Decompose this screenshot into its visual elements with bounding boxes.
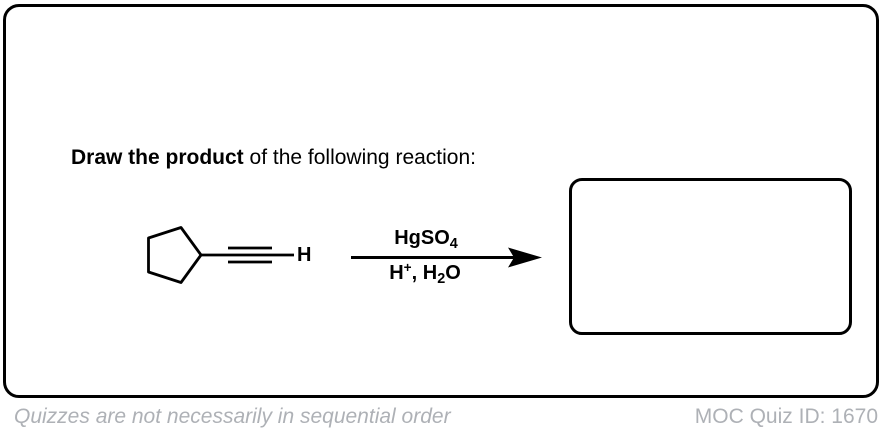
cyclopentane-ring-icon bbox=[147, 226, 203, 284]
reagent-below-superscript: + bbox=[403, 260, 412, 275]
reagent-below-part1: H bbox=[389, 261, 404, 284]
answer-drawing-box[interactable] bbox=[569, 178, 852, 335]
triple-bond-icon bbox=[201, 246, 294, 264]
reagent-above-arrow: HgSO4 bbox=[394, 227, 458, 252]
quiz-id-label: MOC Quiz ID: 1670 bbox=[694, 405, 878, 428]
reaction-arrow-icon bbox=[351, 247, 542, 268]
question-bold-part: Draw the product bbox=[71, 146, 244, 169]
question-rest-part: of the following reaction: bbox=[243, 146, 476, 169]
reagent-below-part2: , H bbox=[411, 261, 438, 284]
reagent-above-base: HgSO bbox=[394, 227, 450, 249]
question-text: Draw the product of the following reacti… bbox=[71, 146, 476, 169]
terminal-hydrogen-label: H bbox=[297, 244, 312, 266]
reagent-below-subscript: 2 bbox=[437, 270, 446, 287]
reagent-above-subscript: 4 bbox=[449, 236, 458, 253]
reagent-below-arrow: H+, H2O bbox=[389, 260, 461, 287]
reagent-below-part3: O bbox=[445, 261, 461, 284]
footer-note: Quizzes are not necessarily in sequentia… bbox=[14, 405, 451, 428]
